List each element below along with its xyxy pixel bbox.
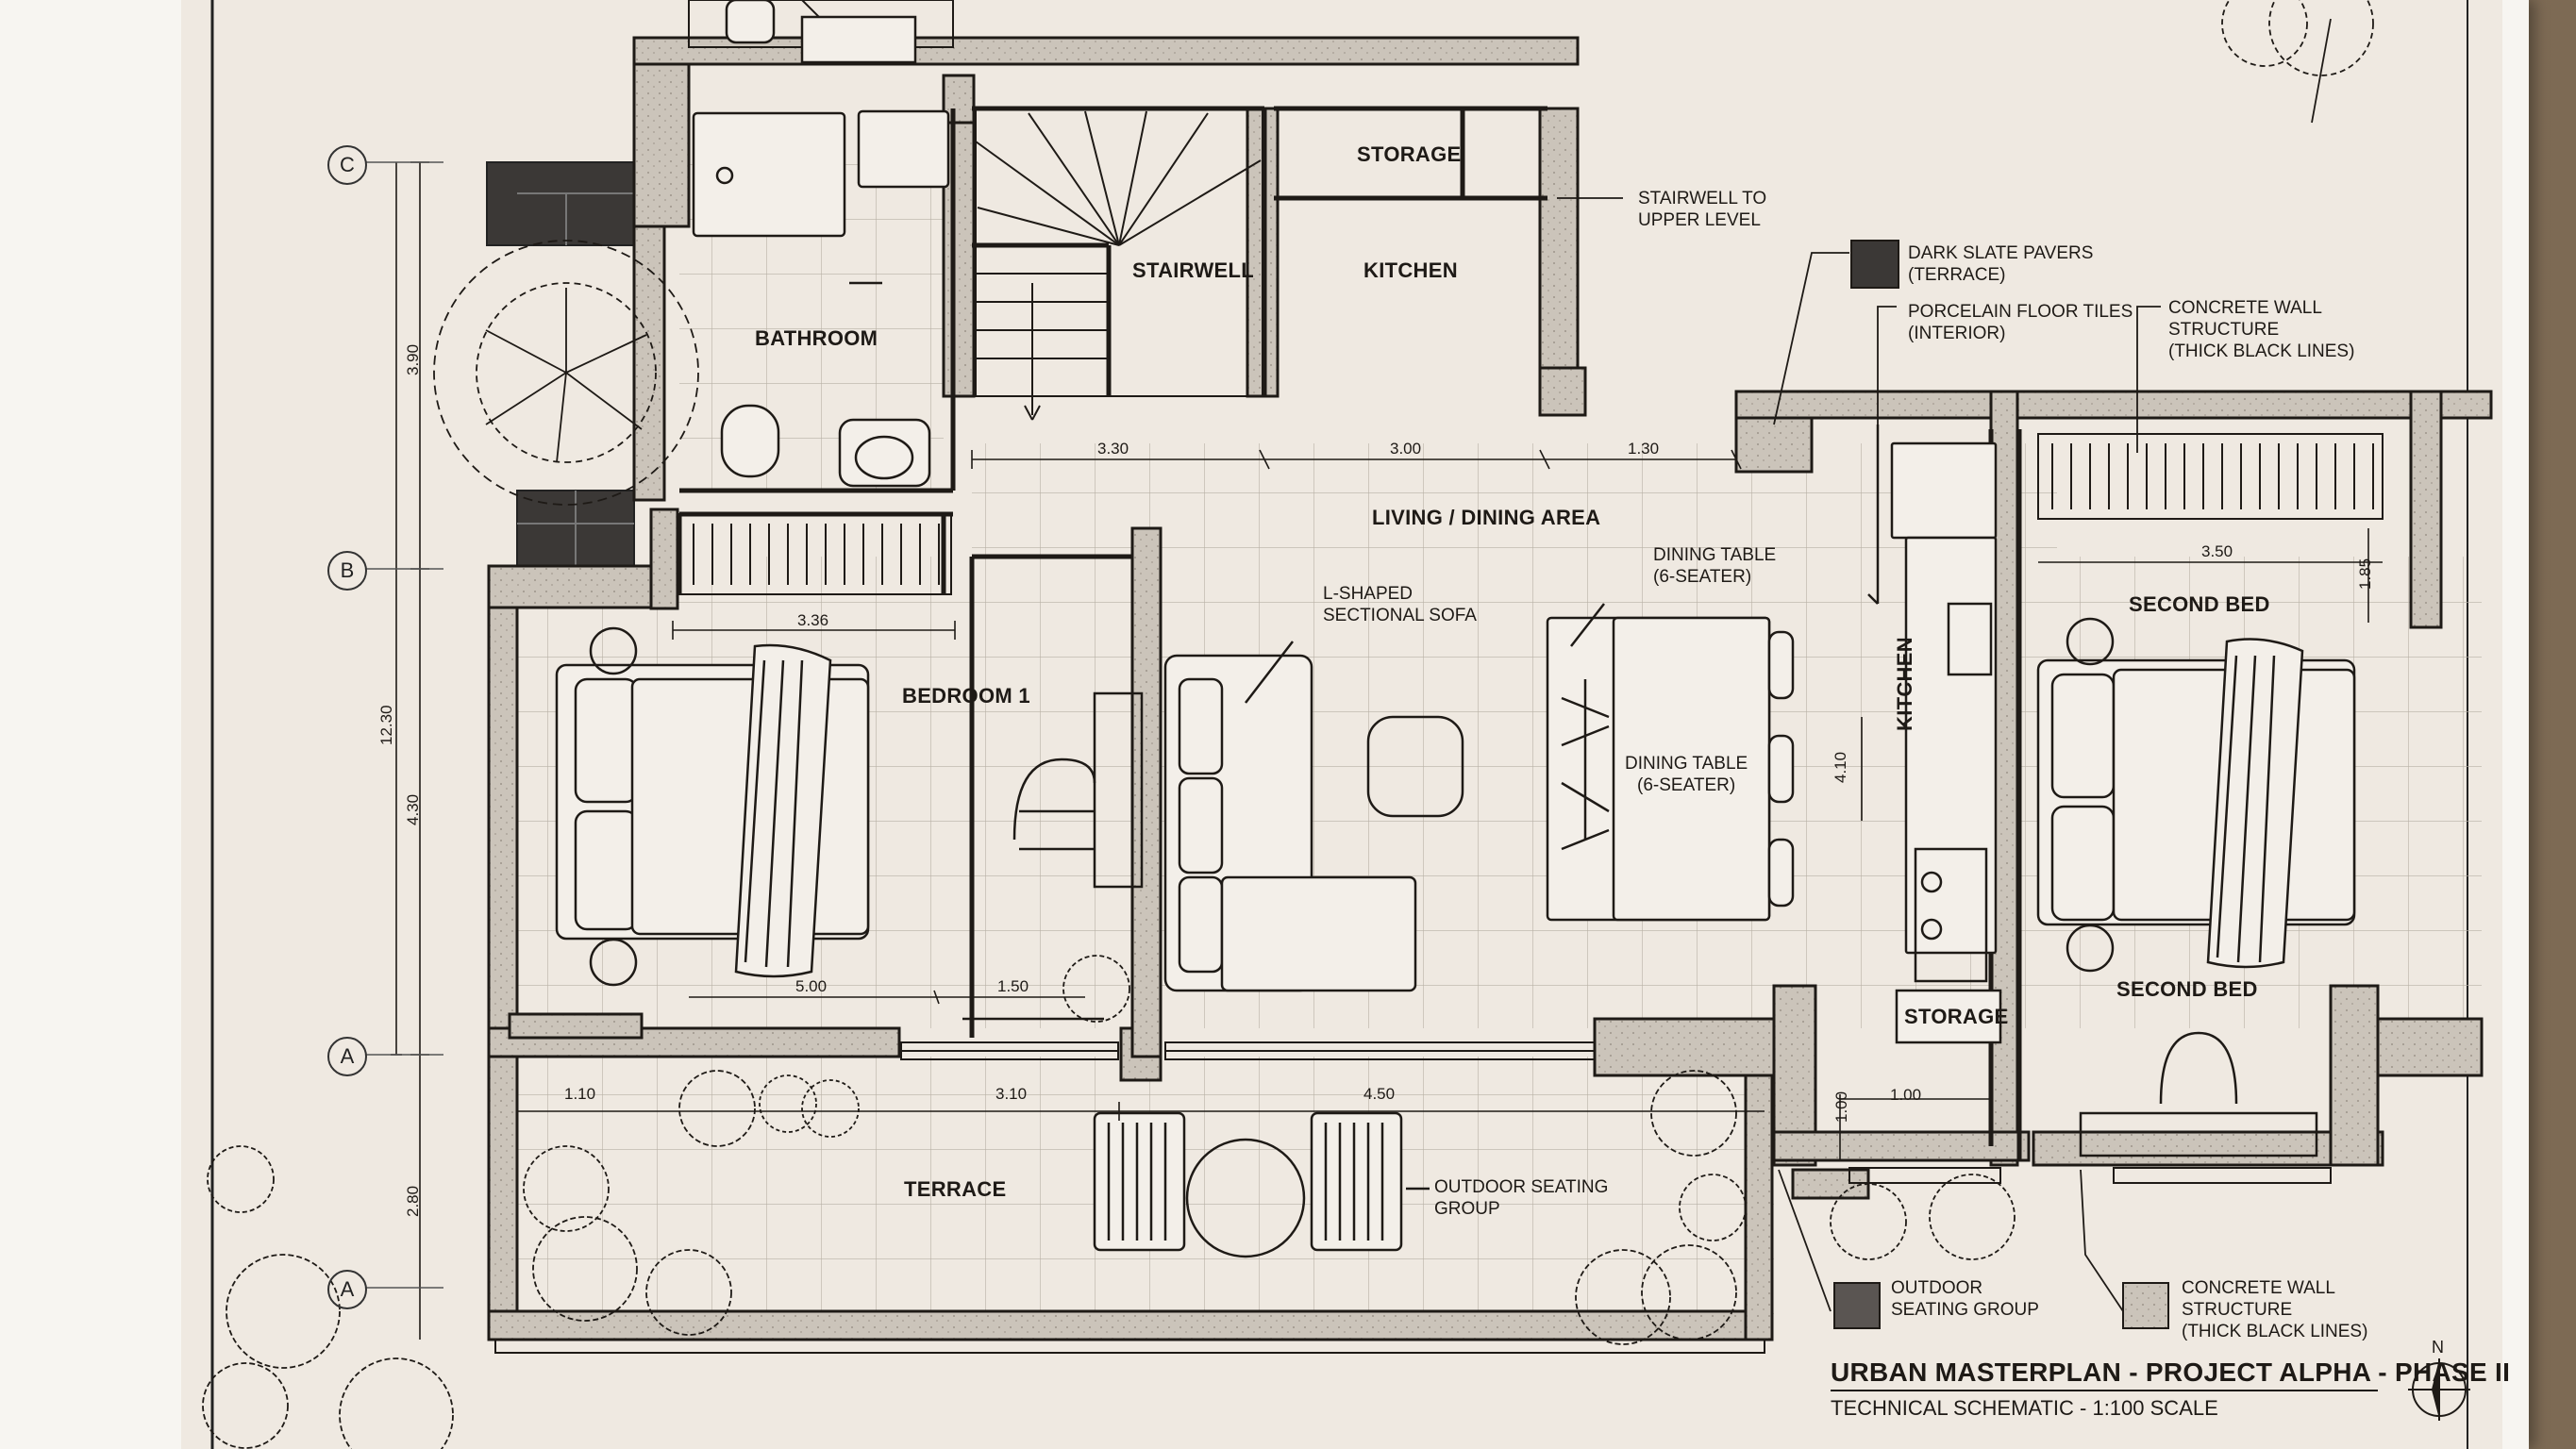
room-label-stairwell: STAIRWELL [1132, 258, 1254, 282]
dim-label: 4.30 [404, 793, 422, 825]
grid-axes [365, 161, 443, 1289]
bedroom1-furniture [555, 626, 1144, 1021]
grid-bubble-a-lower: A [327, 1270, 367, 1309]
room-label-living-dining: LIVING / DINING AREA [1372, 506, 1601, 529]
room-label-kitchen-side: KITCHEN [1893, 637, 1916, 731]
room-label-bathroom: BATHROOM [755, 326, 878, 350]
dim-label: 4.10 [1832, 751, 1849, 783]
second-bed-furniture [2036, 617, 2356, 1158]
drawing-subtitle: TECHNICAL SCHEMATIC - 1:100 SCALE [1831, 1396, 2218, 1420]
leader-lines [1557, 197, 2161, 1312]
dim-label: 3.00 [1390, 440, 1422, 458]
room-label-bedroom1: BEDROOM 1 [902, 684, 1030, 708]
windows [494, 0, 2332, 1354]
room-label-storage-top: STORAGE [1357, 142, 1462, 166]
north-label: N [2432, 1338, 2444, 1357]
dim-label: 4.50 [1363, 1085, 1396, 1103]
bathroom-fixtures [692, 0, 950, 488]
dim-label: 3.90 [404, 343, 422, 375]
concrete-walls [487, 36, 2493, 1341]
dim-label: 3.10 [995, 1085, 1028, 1103]
dark-slate-pavers [486, 161, 635, 569]
room-label-terrace: TERRACE [904, 1177, 1007, 1201]
dining-table [1546, 603, 1795, 922]
stairs [736, 0, 1263, 421]
plants [202, 0, 2374, 1449]
room-label-storage-bottom: STORAGE [1904, 1005, 2009, 1028]
room-label-kitchen-top: KITCHEN [1363, 258, 1458, 282]
grid-bubble-c: C [327, 145, 367, 185]
interior-walls [677, 106, 2022, 1160]
l-sectional-sofa [1163, 641, 1464, 992]
grid-bubble-a: A [327, 1037, 367, 1076]
dim-label: 1.85 [2356, 558, 2374, 590]
dim-label: 5.00 [795, 977, 828, 995]
room-label-second-bed-bottom: SECOND BED [2116, 977, 2258, 1001]
dim-label: 2.80 [404, 1185, 422, 1217]
grid-bubble-b: B [327, 551, 367, 591]
dim-label: 12.30 [377, 705, 395, 745]
dim-label: 1.10 [564, 1085, 596, 1103]
legend-dark-slate: DARK SLATE PAVERS(TERRACE) [1908, 243, 2094, 285]
dim-label: 3.36 [797, 611, 829, 629]
note-dining-table-top: DINING TABLE(6-SEATER) [1653, 545, 1777, 587]
dim-label: 1.00 [1832, 1091, 1850, 1123]
wardrobes [677, 433, 2384, 595]
legend-swatches [1833, 240, 2169, 1329]
dim-label: 1.50 [997, 977, 1029, 995]
drawing-title: URBAN MASTERPLAN - PROJECT ALPHA - PHASE… [1831, 1357, 2511, 1387]
dim-label: 3.50 [2201, 542, 2233, 560]
dim-label: 1.30 [1628, 440, 1660, 458]
dim-label: 3.30 [1097, 440, 1129, 458]
dim-label: 1.00 [1890, 1086, 1922, 1104]
legend-porcelain: PORCELAIN FLOOR TILES(INTERIOR) [1908, 302, 2133, 343]
note-dining-table-mid: DINING TABLE(6-SEATER) [1625, 754, 1748, 795]
north-arrow-icon [2408, 1358, 2470, 1421]
terrace-furniture [1093, 1111, 1430, 1258]
room-label-second-bed-top: SECOND BED [2129, 592, 2270, 616]
kitchen-counter [1867, 425, 2002, 1044]
